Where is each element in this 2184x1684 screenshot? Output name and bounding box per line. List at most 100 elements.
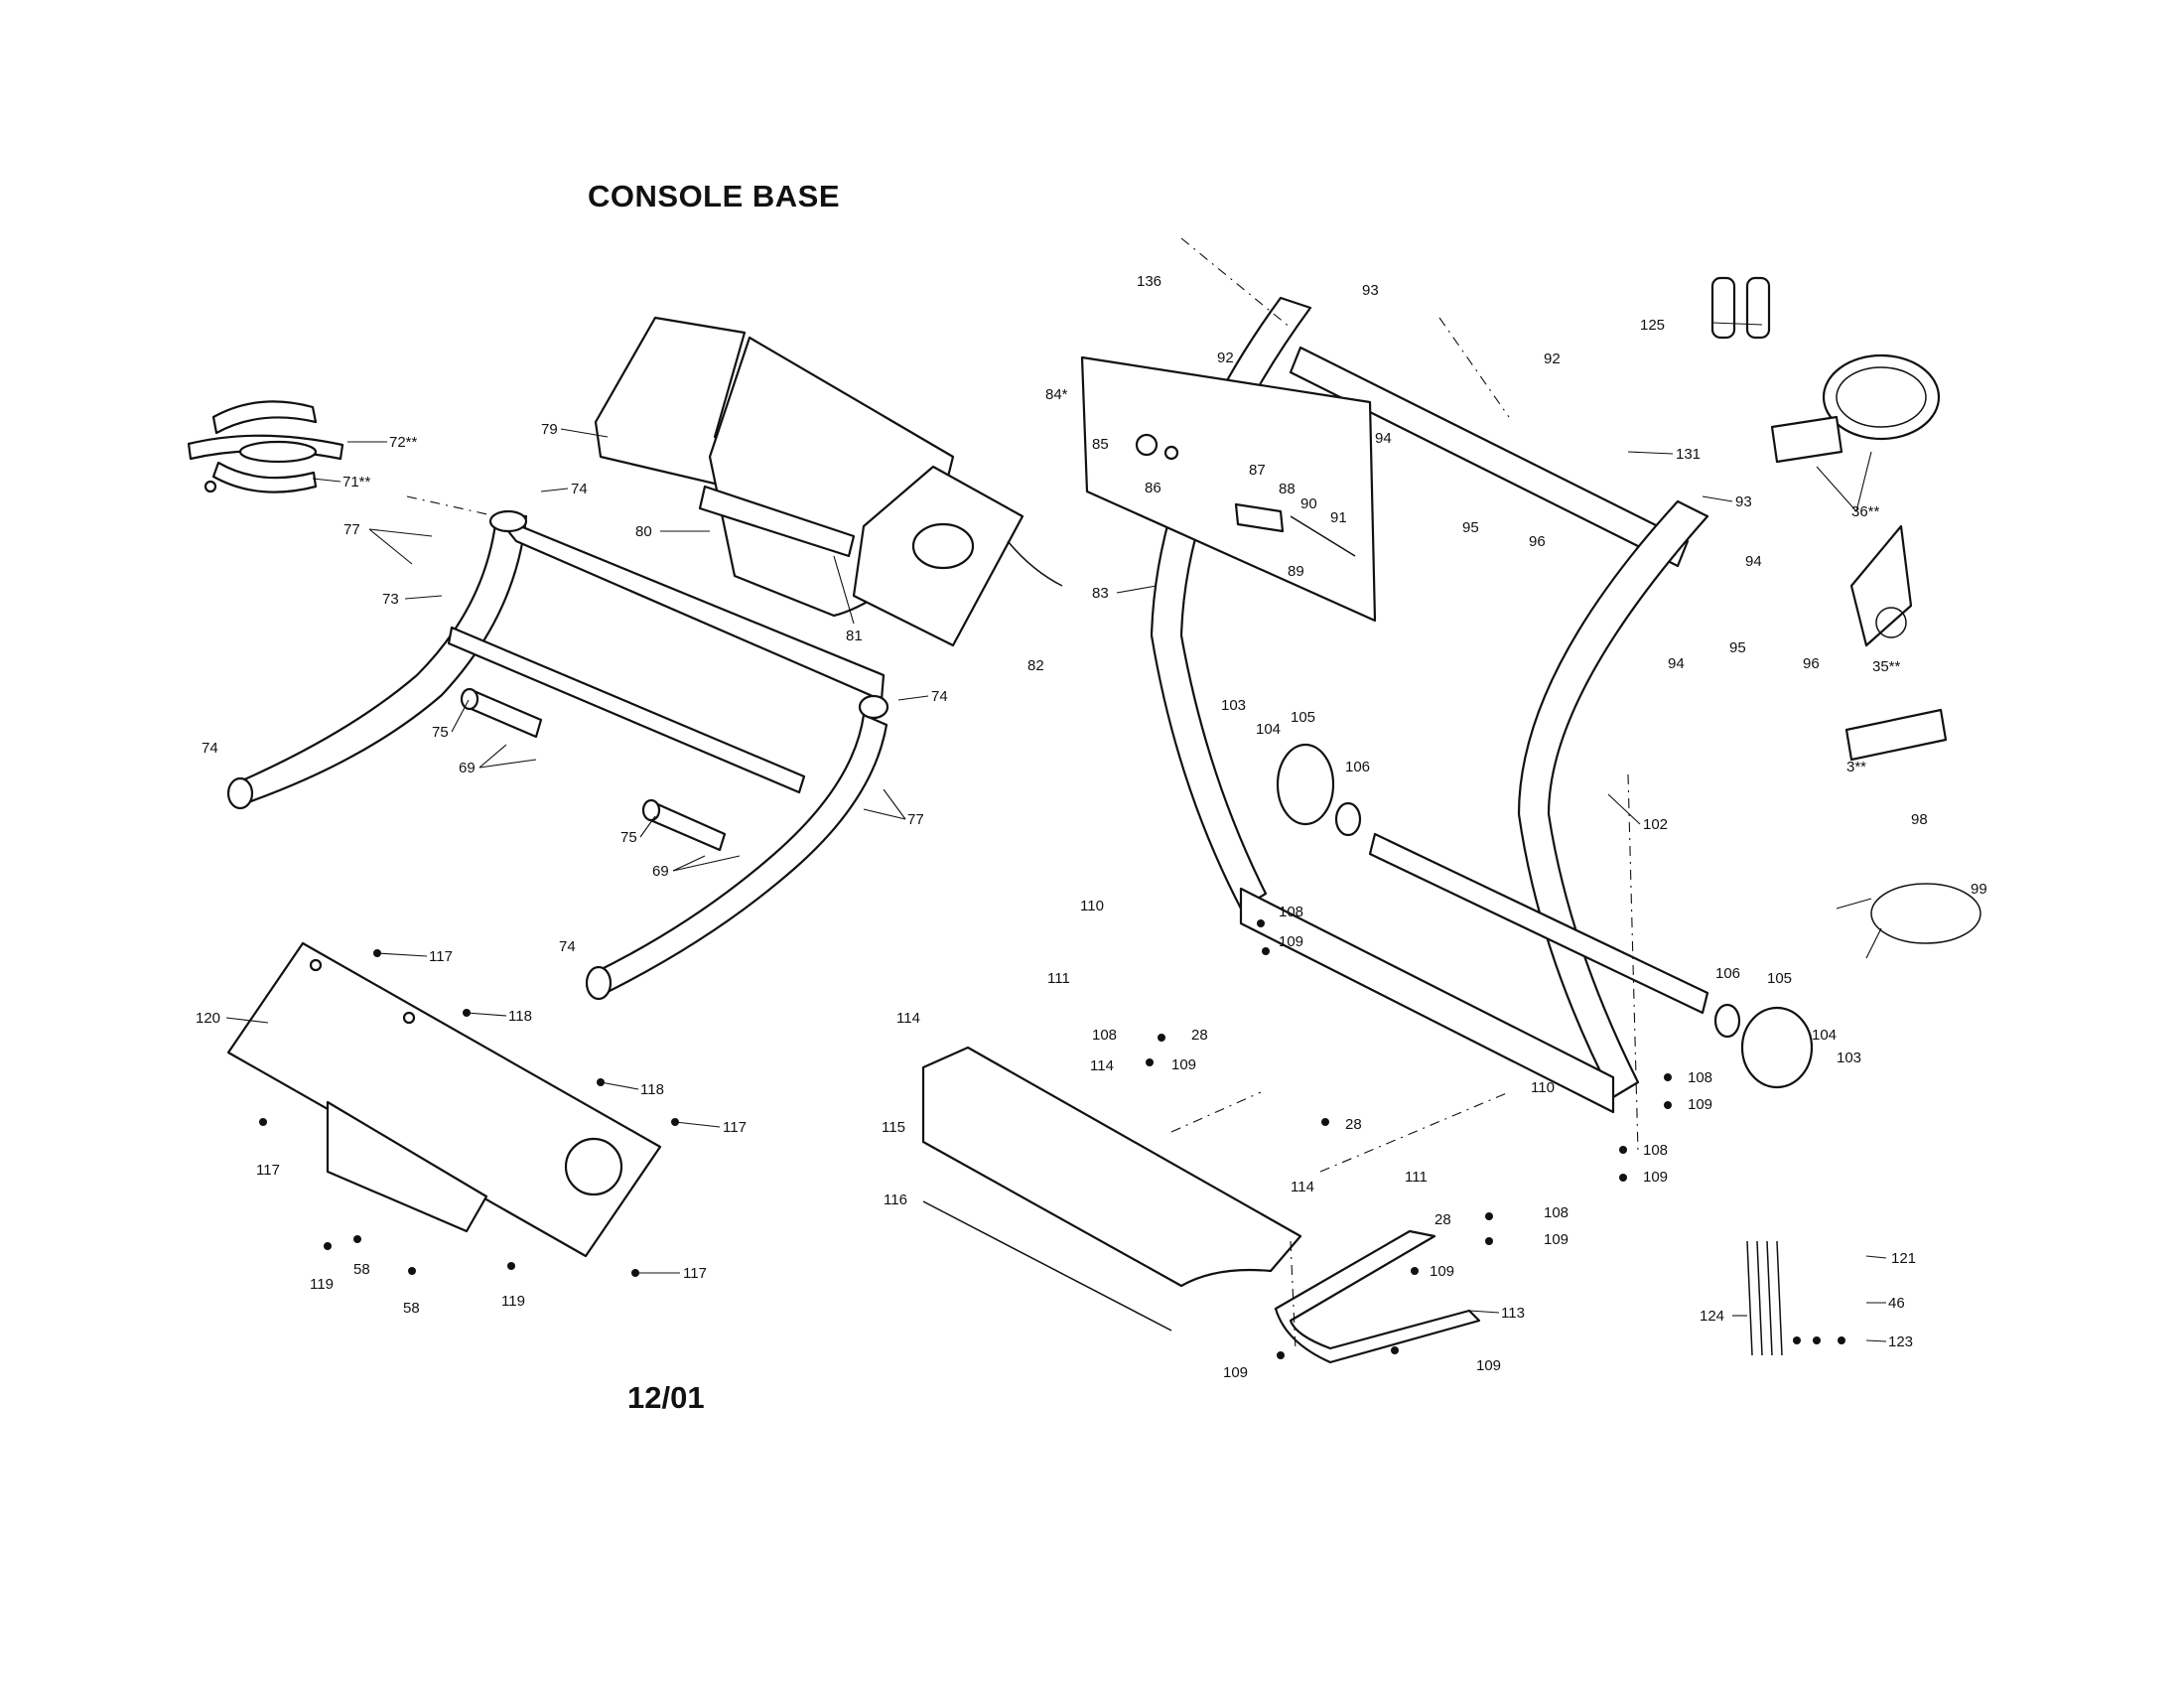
callout-109: 109: [1430, 1263, 1454, 1280]
callout-74: 74: [559, 938, 576, 955]
wheels: [1276, 743, 1814, 1089]
callout-35: 35**: [1872, 658, 1901, 675]
callout-106: 106: [1345, 759, 1370, 775]
callout-69: 69: [652, 863, 669, 880]
callout-74: 74: [571, 481, 588, 497]
callout-117: 117: [256, 1162, 280, 1179]
callout-77: 77: [343, 521, 360, 538]
callout-95: 95: [1729, 639, 1746, 656]
callout-labels: 72** 71** 79 74 77 80 73 81 74 74 75 69 …: [196, 273, 1987, 1381]
callout-46: 46: [1888, 1295, 1905, 1312]
diagram-title: CONSOLE BASE: [588, 179, 841, 213]
callout-108: 108: [1092, 1027, 1117, 1044]
callout-75: 75: [432, 724, 449, 741]
callout-109: 109: [1279, 933, 1303, 950]
motor-hood: [226, 941, 662, 1258]
callout-104: 104: [1256, 721, 1281, 738]
callout-58: 58: [403, 1300, 420, 1317]
callout-36: 36**: [1851, 503, 1880, 520]
handle-grips: [460, 687, 727, 852]
callout-96: 96: [1529, 533, 1546, 550]
callout-119: 119: [310, 1276, 334, 1293]
callout-113: 113: [1501, 1305, 1525, 1322]
callout-110: 110: [1531, 1079, 1555, 1096]
callout-118: 118: [640, 1081, 664, 1098]
callout-117: 117: [683, 1265, 707, 1282]
callout-109: 109: [1476, 1357, 1501, 1374]
callout-109: 109: [1544, 1231, 1569, 1248]
callout-108: 108: [1688, 1069, 1712, 1086]
callout-117: 117: [429, 948, 453, 965]
callout-77: 77: [907, 811, 924, 828]
callout-108: 108: [1279, 904, 1303, 920]
callout-94: 94: [1745, 553, 1762, 570]
callout-114: 114: [1291, 1179, 1314, 1195]
callout-94: 94: [1668, 655, 1685, 672]
callout-74: 74: [202, 740, 218, 757]
handlebar-frame: [226, 509, 889, 1001]
motor-guard: [921, 1046, 1302, 1332]
callout-114: 114: [896, 1010, 920, 1027]
hardware-fasteners: [259, 919, 1845, 1359]
callout-106: 106: [1715, 965, 1740, 982]
callout-102: 102: [1643, 816, 1668, 833]
callout-92: 92: [1544, 351, 1561, 367]
callout-90: 90: [1300, 495, 1317, 512]
callout-119: 119: [501, 1293, 525, 1310]
leader-lines: [225, 322, 1887, 1342]
callout-117: 117: [723, 1119, 747, 1136]
callout-131: 131: [1676, 446, 1701, 463]
callout-120: 120: [196, 1010, 220, 1027]
console-board: [1080, 355, 1377, 623]
callout-93: 93: [1362, 282, 1379, 299]
callout-124: 124: [1700, 1308, 1724, 1325]
callout-103: 103: [1221, 697, 1246, 714]
callout-69: 69: [459, 760, 476, 776]
callout-108: 108: [1643, 1142, 1668, 1159]
callout-87: 87: [1249, 462, 1266, 479]
callout-86: 86: [1145, 480, 1161, 496]
callout-88: 88: [1279, 481, 1296, 497]
callout-80: 80: [635, 523, 652, 540]
callout-98: 98: [1911, 811, 1928, 828]
alignment-lines: [406, 237, 1639, 1351]
callout-85: 85: [1092, 436, 1109, 453]
callout-79: 79: [541, 421, 558, 438]
callout-121: 121: [1891, 1250, 1916, 1267]
callout-91: 91: [1330, 509, 1347, 526]
callout-93: 93: [1735, 493, 1752, 510]
callout-89: 89: [1288, 563, 1304, 580]
callout-3: 3**: [1846, 759, 1866, 775]
accessories: [1710, 276, 1981, 1356]
callout-115: 115: [882, 1119, 905, 1136]
callout-108: 108: [1544, 1204, 1569, 1221]
callout-136: 136: [1137, 273, 1161, 290]
diagram-date: 12/01: [627, 1380, 705, 1415]
callout-83: 83: [1092, 585, 1109, 602]
callout-73: 73: [382, 591, 399, 608]
callout-99: 99: [1971, 881, 1987, 898]
upright-frame: [1150, 296, 1709, 1114]
callout-94: 94: [1375, 430, 1392, 447]
console-shroud: [594, 316, 1063, 647]
callout-105: 105: [1291, 709, 1315, 726]
callout-28: 28: [1345, 1116, 1362, 1133]
callout-82: 82: [1027, 657, 1044, 674]
callout-103: 103: [1837, 1050, 1861, 1066]
callout-75: 75: [620, 829, 637, 846]
callout-123: 123: [1888, 1333, 1913, 1350]
callout-28: 28: [1191, 1027, 1208, 1044]
callout-109: 109: [1688, 1096, 1712, 1113]
callout-105: 105: [1767, 970, 1792, 987]
callout-125: 125: [1640, 317, 1665, 334]
callout-111: 111: [1405, 1169, 1428, 1186]
callout-109: 109: [1223, 1364, 1248, 1381]
callout-110: 110: [1080, 898, 1104, 914]
callout-111: 111: [1047, 970, 1070, 987]
callout-104: 104: [1812, 1027, 1837, 1044]
callout-109: 109: [1643, 1169, 1668, 1186]
callout-114: 114: [1090, 1057, 1114, 1074]
callout-28: 28: [1434, 1211, 1451, 1228]
callout-84: 84*: [1045, 386, 1068, 403]
